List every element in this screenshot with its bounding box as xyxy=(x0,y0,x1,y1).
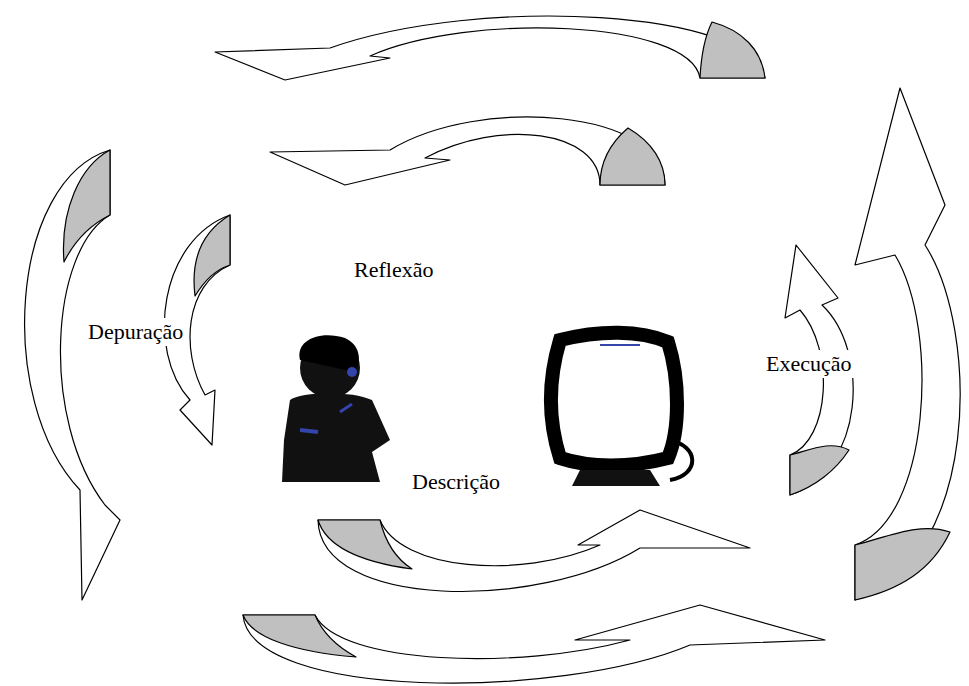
arrow-tail xyxy=(318,520,412,569)
arrow-tail xyxy=(700,22,765,78)
arrow-tail xyxy=(855,529,950,600)
cycle-label: Depuração xyxy=(84,318,187,346)
computer-figure xyxy=(551,333,692,486)
cycle-arrow xyxy=(855,88,960,600)
cycle-arrow xyxy=(25,150,120,600)
arrow-tail xyxy=(600,128,665,185)
cycle-arrow xyxy=(243,605,825,683)
arrow-tail xyxy=(790,446,849,495)
arrow-tail xyxy=(194,215,230,296)
child-figure xyxy=(282,335,390,482)
arrow-tail xyxy=(243,615,356,657)
cycle-label: Reflexão xyxy=(350,256,437,284)
cycle-arrow xyxy=(270,117,665,185)
cycle-label: Execução xyxy=(762,350,856,378)
cycle-label: Descrição xyxy=(408,468,504,496)
arrow-tail xyxy=(63,150,110,262)
cycle-arrow xyxy=(215,16,765,80)
cycle-arrow xyxy=(318,510,750,591)
